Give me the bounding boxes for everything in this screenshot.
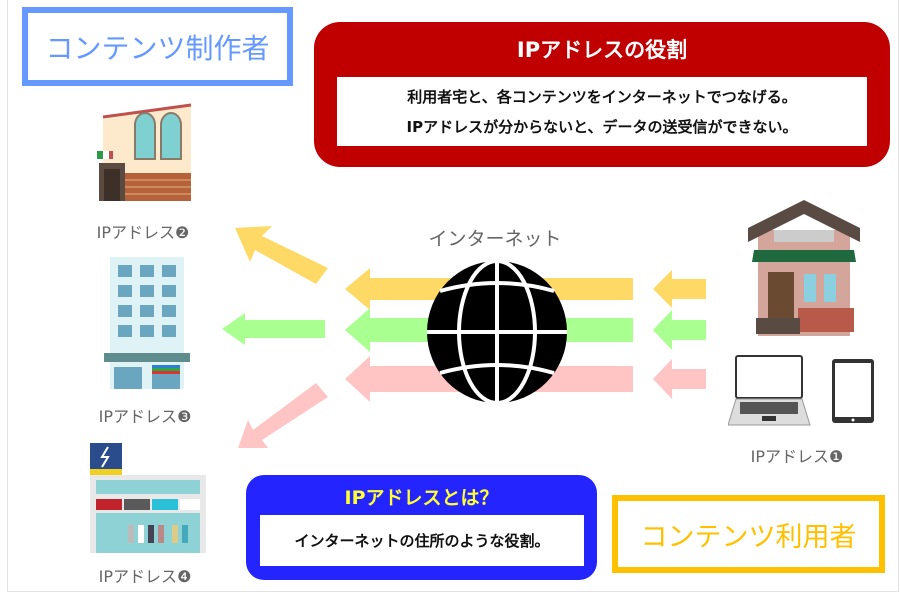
ip-role-box: IPアドレスの役割 利用者宅と、各コンテンツをインターネットでつなげる。 IPア… xyxy=(314,22,890,167)
ip-address-2-label: IPアドレス❷ xyxy=(96,223,190,242)
what-is-ip-text: インターネットの住所のような役割。 xyxy=(260,515,584,566)
ip-role-title: IPアドレスの役割 xyxy=(516,38,688,62)
office-building-icon xyxy=(104,257,190,389)
arrow-yellow-right xyxy=(653,270,706,308)
house-icon xyxy=(748,200,860,336)
what-is-ip-box: IPアドレスとは？ インターネットの住所のような役割。 xyxy=(246,475,597,580)
arrow-green-to-ip3 xyxy=(222,313,325,345)
arrow-yellow-to-ip2 xyxy=(235,226,328,284)
convenience-store-icon xyxy=(90,443,206,553)
tablet-icon xyxy=(832,359,874,423)
content-user-label: コンテンツ利用者 xyxy=(612,495,885,573)
arrow-pink-right xyxy=(653,359,706,399)
globe-icon xyxy=(427,259,567,405)
role-line-1: 利用者宅と、各コンテンツをインターネットでつなげる。 xyxy=(407,87,797,106)
ip-address-3-label: IPアドレス❸ xyxy=(98,407,192,426)
what-is-ip-title: IPアドレスとは？ xyxy=(344,487,499,509)
laptop-icon xyxy=(728,355,811,426)
ip-address-4-label: IPアドレス❹ xyxy=(98,567,192,586)
arrow-pink-to-ip4 xyxy=(238,383,328,448)
arrow-green-right xyxy=(653,310,706,350)
internet-label: インターネット xyxy=(428,228,562,250)
diagram-frame xyxy=(7,0,899,592)
restaurant-building-icon xyxy=(97,103,192,201)
content-producer-label: コンテンツ制作者 xyxy=(22,7,293,86)
ip-role-description: 利用者宅と、各コンテンツをインターネットでつなげる。 IPアドレスが分からないと… xyxy=(337,77,867,146)
role-line-2: IPアドレスが分からないと、データの送受信ができない。 xyxy=(406,118,798,137)
ip-address-1-label: IPアドレス❶ xyxy=(750,447,844,466)
